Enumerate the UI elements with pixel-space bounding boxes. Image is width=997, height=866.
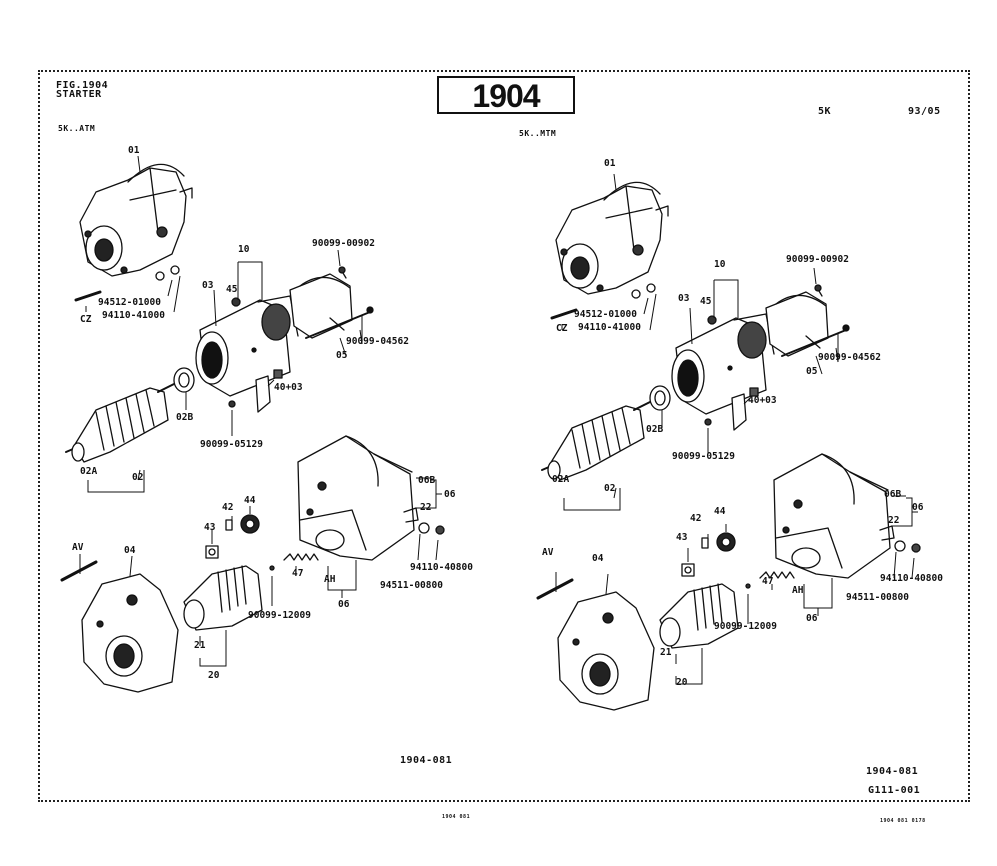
tiny-center-code: 1904 081: [442, 814, 471, 820]
part-number-90099-04562: 90099-04562: [346, 336, 409, 347]
part-label-44: 44: [244, 495, 256, 506]
part-label-40-03: 40+03: [274, 382, 303, 393]
part-label-ah: AH: [792, 585, 804, 596]
part-label-06-lower: 06: [806, 613, 818, 624]
part-number-94110-40800: 94110-40800: [410, 562, 473, 573]
part-label-01: 01: [128, 145, 140, 156]
part-label-02: 02: [132, 472, 143, 483]
part-label-06: 06: [912, 502, 924, 513]
part-number-90099-05129: 90099-05129: [200, 439, 263, 450]
part-label-47: 47: [762, 576, 773, 587]
part-number-90099-00902: 90099-00902: [312, 238, 375, 249]
part-label-42: 42: [690, 513, 701, 524]
drawing-frame: [38, 70, 970, 802]
left-variant-label: 5K..ATM: [58, 124, 96, 133]
part-label-02a: 02A: [552, 474, 569, 485]
part-number-90099-12009: 90099-12009: [714, 621, 777, 632]
part-label-03: 03: [678, 293, 690, 304]
left-leader-lines: [79, 155, 442, 667]
part-label-03: 03: [202, 280, 214, 291]
right-leader-lines: [555, 173, 918, 685]
figure-number-box: 1904: [437, 76, 575, 114]
part-label-21: 21: [660, 647, 672, 658]
revision-date: 93/05: [908, 106, 941, 117]
model-code: 5K: [818, 106, 832, 117]
part-label-40-03: 40+03: [748, 395, 777, 406]
part-label-10: 10: [238, 244, 250, 255]
sheet-code: G111-001: [868, 785, 921, 796]
part-label-cz: CZ: [556, 323, 568, 334]
part-label-av: AV: [72, 542, 84, 553]
part-label-44: 44: [714, 506, 726, 517]
part-number-94110-41000: 94110-41000: [578, 322, 641, 333]
part-number-90099-00902: 90099-00902: [786, 254, 849, 265]
part-label-cz: CZ: [80, 314, 92, 325]
left-part-labels: 01 10 90099-00902 03 45 94512-01000 9411…: [72, 145, 473, 681]
part-number-94512-01000: 94512-01000: [98, 297, 161, 308]
part-label-22: 22: [420, 502, 431, 513]
part-label-02b: 02B: [176, 412, 193, 423]
part-label-47: 47: [292, 568, 303, 579]
part-number-94511-00800: 94511-00800: [380, 580, 443, 591]
part-number-90099-12009: 90099-12009: [248, 610, 311, 621]
center-drawing-ref: 1904-081: [400, 755, 453, 766]
part-label-06b: 06B: [884, 489, 901, 500]
part-label-45: 45: [700, 296, 712, 307]
part-label-22: 22: [888, 515, 899, 526]
part-number-90099-04562: 90099-04562: [818, 352, 881, 363]
right-part-labels: 01 10 90099-00902 03 45 94512-01000 9411…: [542, 158, 943, 688]
part-label-20: 20: [676, 677, 688, 688]
part-label-05: 05: [806, 366, 818, 377]
part-label-43: 43: [204, 522, 216, 533]
part-label-45: 45: [226, 284, 238, 295]
right-drawing-ref: 1904-081: [866, 766, 919, 777]
figure-title: STARTER: [56, 89, 102, 100]
part-label-05: 05: [336, 350, 348, 361]
part-number-90099-05129: 90099-05129: [672, 451, 735, 462]
part-label-10: 10: [714, 259, 726, 270]
part-label-21: 21: [194, 640, 206, 651]
part-number-94511-00800: 94511-00800: [846, 592, 909, 603]
part-label-06: 06: [444, 489, 456, 500]
figure-number: FIG.1904: [56, 80, 109, 91]
part-label-02b: 02B: [646, 424, 663, 435]
part-label-04: 04: [124, 545, 136, 556]
part-label-ah: AH: [324, 574, 336, 585]
part-label-42: 42: [222, 502, 233, 513]
part-number-94512-01000: 94512-01000: [574, 309, 637, 320]
part-label-20: 20: [208, 670, 220, 681]
part-label-01: 01: [604, 158, 616, 169]
part-label-av: AV: [542, 547, 554, 558]
part-label-02: 02: [604, 483, 615, 494]
part-label-06-lower: 06: [338, 599, 350, 610]
part-number-94110-40800: 94110-40800: [880, 573, 943, 584]
part-number-94110-41000: 94110-41000: [102, 310, 165, 321]
tiny-right-code: 1904 081 0178: [880, 818, 926, 824]
part-label-04: 04: [592, 553, 604, 564]
part-label-06b: 06B: [418, 475, 435, 486]
part-label-43: 43: [676, 532, 688, 543]
right-variant-label: 5K..MTM: [519, 129, 557, 138]
part-label-02a: 02A: [80, 466, 97, 477]
